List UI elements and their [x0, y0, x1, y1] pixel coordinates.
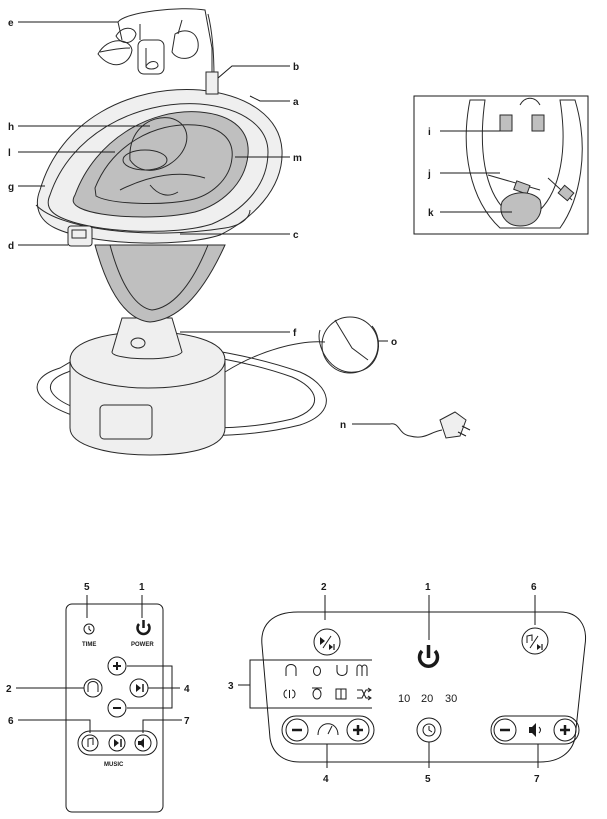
speed-plus-button[interactable]: [346, 718, 370, 742]
leaf-toy: [97, 40, 133, 66]
base-body: [69, 331, 226, 456]
remote-motion-button[interactable]: [83, 678, 103, 698]
panel-callout-3: 3: [228, 681, 234, 692]
inset-label-k: k: [428, 208, 434, 219]
label-g: g: [8, 182, 14, 193]
remote-callout-5: 5: [84, 582, 90, 593]
remote-volume-button[interactable]: [134, 734, 152, 752]
timer-value-10: 10: [398, 693, 410, 705]
base-display: [99, 404, 153, 440]
remote-music-play-button[interactable]: [108, 734, 126, 752]
cord-detail-magnifier: [321, 316, 379, 374]
remote-music-button[interactable]: [81, 734, 99, 752]
motion-icon[interactable]: [285, 664, 368, 677]
timer-value-20: 20: [421, 693, 433, 705]
remote-power-label: POWER: [131, 642, 154, 648]
label-n: n: [340, 420, 346, 431]
clock-icon[interactable]: [416, 717, 442, 743]
remote-play-button[interactable]: [129, 678, 149, 698]
remote-music-label: MUSIC: [104, 762, 124, 768]
panel-callout-7: 7: [534, 774, 540, 785]
panel-callout-4: 4: [323, 774, 329, 785]
seat-pad: [72, 111, 249, 218]
music-note-icon[interactable]: [521, 627, 549, 655]
buckle-pad: [500, 192, 542, 227]
remote-callout-6: 6: [8, 716, 14, 727]
remote-plus-button[interactable]: [107, 656, 127, 676]
label-l: l: [8, 148, 11, 159]
label-a: a: [293, 97, 299, 108]
panel-power-icon[interactable]: [417, 645, 440, 668]
remote-time-button[interactable]: [83, 623, 95, 635]
label-b: b: [293, 62, 299, 73]
panel-callout-6: 6: [531, 582, 537, 593]
label-c: c: [293, 230, 299, 241]
product-callouts: [18, 21, 471, 439]
panel-callout-1: 1: [425, 582, 431, 593]
remote-time-label: TIME: [82, 642, 96, 648]
power-icon[interactable]: [136, 620, 151, 636]
control-panel: 2 1 6: [228, 582, 587, 785]
speed-minus-button[interactable]: [285, 718, 309, 742]
remote-control: 5 1 TIME POWER: [6, 582, 190, 813]
label-m: m: [293, 153, 302, 164]
volume-plus-button[interactable]: [553, 718, 577, 742]
volume-minus-button[interactable]: [493, 718, 517, 742]
remote-callout-7: 7: [184, 716, 190, 727]
motion-icon-row2[interactable]: [283, 687, 347, 700]
seat-bowl: [94, 244, 226, 323]
volume-control: [490, 715, 580, 745]
harness-inset: i j k: [413, 95, 589, 235]
timer-value-30: 30: [445, 693, 457, 705]
panel-callout-5: 5: [425, 774, 431, 785]
shuffle-icon[interactable]: [357, 687, 372, 701]
b-toy: [137, 39, 165, 75]
column: [111, 317, 183, 360]
toy-bar: [117, 8, 213, 78]
adapter-cord: [389, 423, 443, 438]
remote-minus-button[interactable]: [107, 698, 127, 718]
volume-icon: [529, 723, 541, 737]
label-e: e: [8, 18, 14, 29]
label-h: h: [8, 122, 14, 133]
inset-label-i: i: [428, 127, 431, 138]
product-label-text: e b a h l m g c d f o n: [8, 18, 397, 431]
remote-callout-1: 1: [139, 582, 145, 593]
speed-control: [281, 715, 375, 745]
remote-callout-4: 4: [184, 684, 190, 695]
inset-label-j: j: [427, 169, 431, 180]
remote-callout-2: 2: [6, 684, 12, 695]
head-support: [129, 117, 188, 171]
label-d: d: [8, 241, 14, 252]
play-pause-icon[interactable]: [313, 628, 341, 656]
adapter-plug-icon: [439, 411, 467, 439]
speed-gauge-icon: [317, 723, 339, 736]
label-o: o: [391, 337, 397, 348]
remote-music-group: [77, 730, 158, 756]
label-f: f: [293, 328, 297, 339]
panel-callout-2: 2: [321, 582, 327, 593]
swing-illustration: [35, 8, 327, 456]
